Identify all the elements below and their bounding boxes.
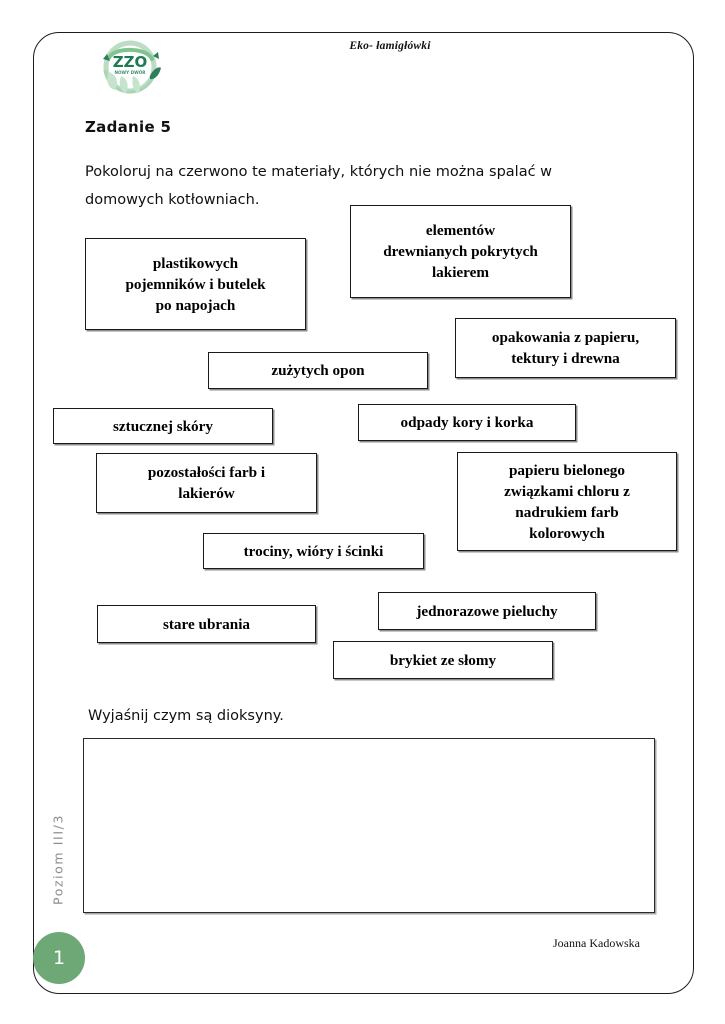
material-box-stare-ubrania[interactable]: stare ubrania (97, 605, 316, 643)
material-box-odpady-kory[interactable]: odpady kory i korka (358, 404, 576, 441)
material-box-elementow[interactable]: elementów drewnianych pokrytych lakierem (350, 205, 571, 298)
material-box-plastikowych[interactable]: plastikowych pojemników i butelek po nap… (85, 238, 306, 330)
material-box-label: sztucznej skóry (113, 417, 213, 435)
svg-text:ZZO: ZZO (113, 53, 148, 71)
material-box-label: pozostałości farb i lakierów (147, 464, 266, 502)
page-number-badge: 1 (33, 932, 85, 984)
level-label: Poziom III/3 (50, 814, 66, 905)
material-box-label: elementów drewnianych pokrytych lakierem (383, 222, 538, 281)
material-box-label: opakowania z papieru, tektury i drewna (491, 329, 640, 367)
zzo-eco-logo-icon: ZZO NOWY DWÓR (95, 38, 165, 100)
material-box-label: brykiet ze słomy (389, 651, 497, 669)
answer-box[interactable] (83, 738, 655, 913)
material-box-label: zużytych opon (271, 362, 365, 379)
material-box-papieru-bielonego[interactable]: papieru bielonego związkami chloru z nad… (457, 452, 677, 551)
material-box-brykiet[interactable]: brykiet ze słomy (333, 641, 553, 679)
material-box-label: odpady kory i korka (400, 414, 534, 431)
material-box-zuzytych-opon[interactable]: zużytych opon (208, 352, 428, 389)
author-credit: Joanna Kadowska (553, 936, 640, 950)
material-box-opakowania[interactable]: opakowania z papieru, tektury i drewna (455, 318, 676, 378)
material-box-pozostalosci[interactable]: pozostałości farb i lakierów (96, 453, 317, 513)
document-header-title: Eko- łamigłówki (349, 40, 431, 52)
material-box-label: stare ubrania (162, 615, 251, 633)
material-box-label: jednorazowe pieluchy (416, 602, 558, 620)
material-box-label: plastikowych pojemników i butelek po nap… (125, 254, 266, 314)
material-box-label: trociny, wióry i ścinki (243, 542, 384, 560)
material-box-label: papieru bielonego związkami chloru z nad… (504, 461, 630, 542)
material-box-trociny[interactable]: trociny, wióry i ścinki (203, 533, 424, 569)
material-box-jednorazowe[interactable]: jednorazowe pieluchy (378, 592, 596, 630)
svg-text:NOWY DWÓR: NOWY DWÓR (114, 70, 146, 75)
task-heading: Zadanie 5 (85, 118, 172, 136)
answer-prompt: Wyjaśnij czym są dioksyny. (88, 708, 284, 724)
material-box-sztucznej-skory[interactable]: sztucznej skóry (53, 408, 273, 444)
task-instruction: Pokoloruj na czerwono te materiały, któr… (85, 164, 553, 208)
